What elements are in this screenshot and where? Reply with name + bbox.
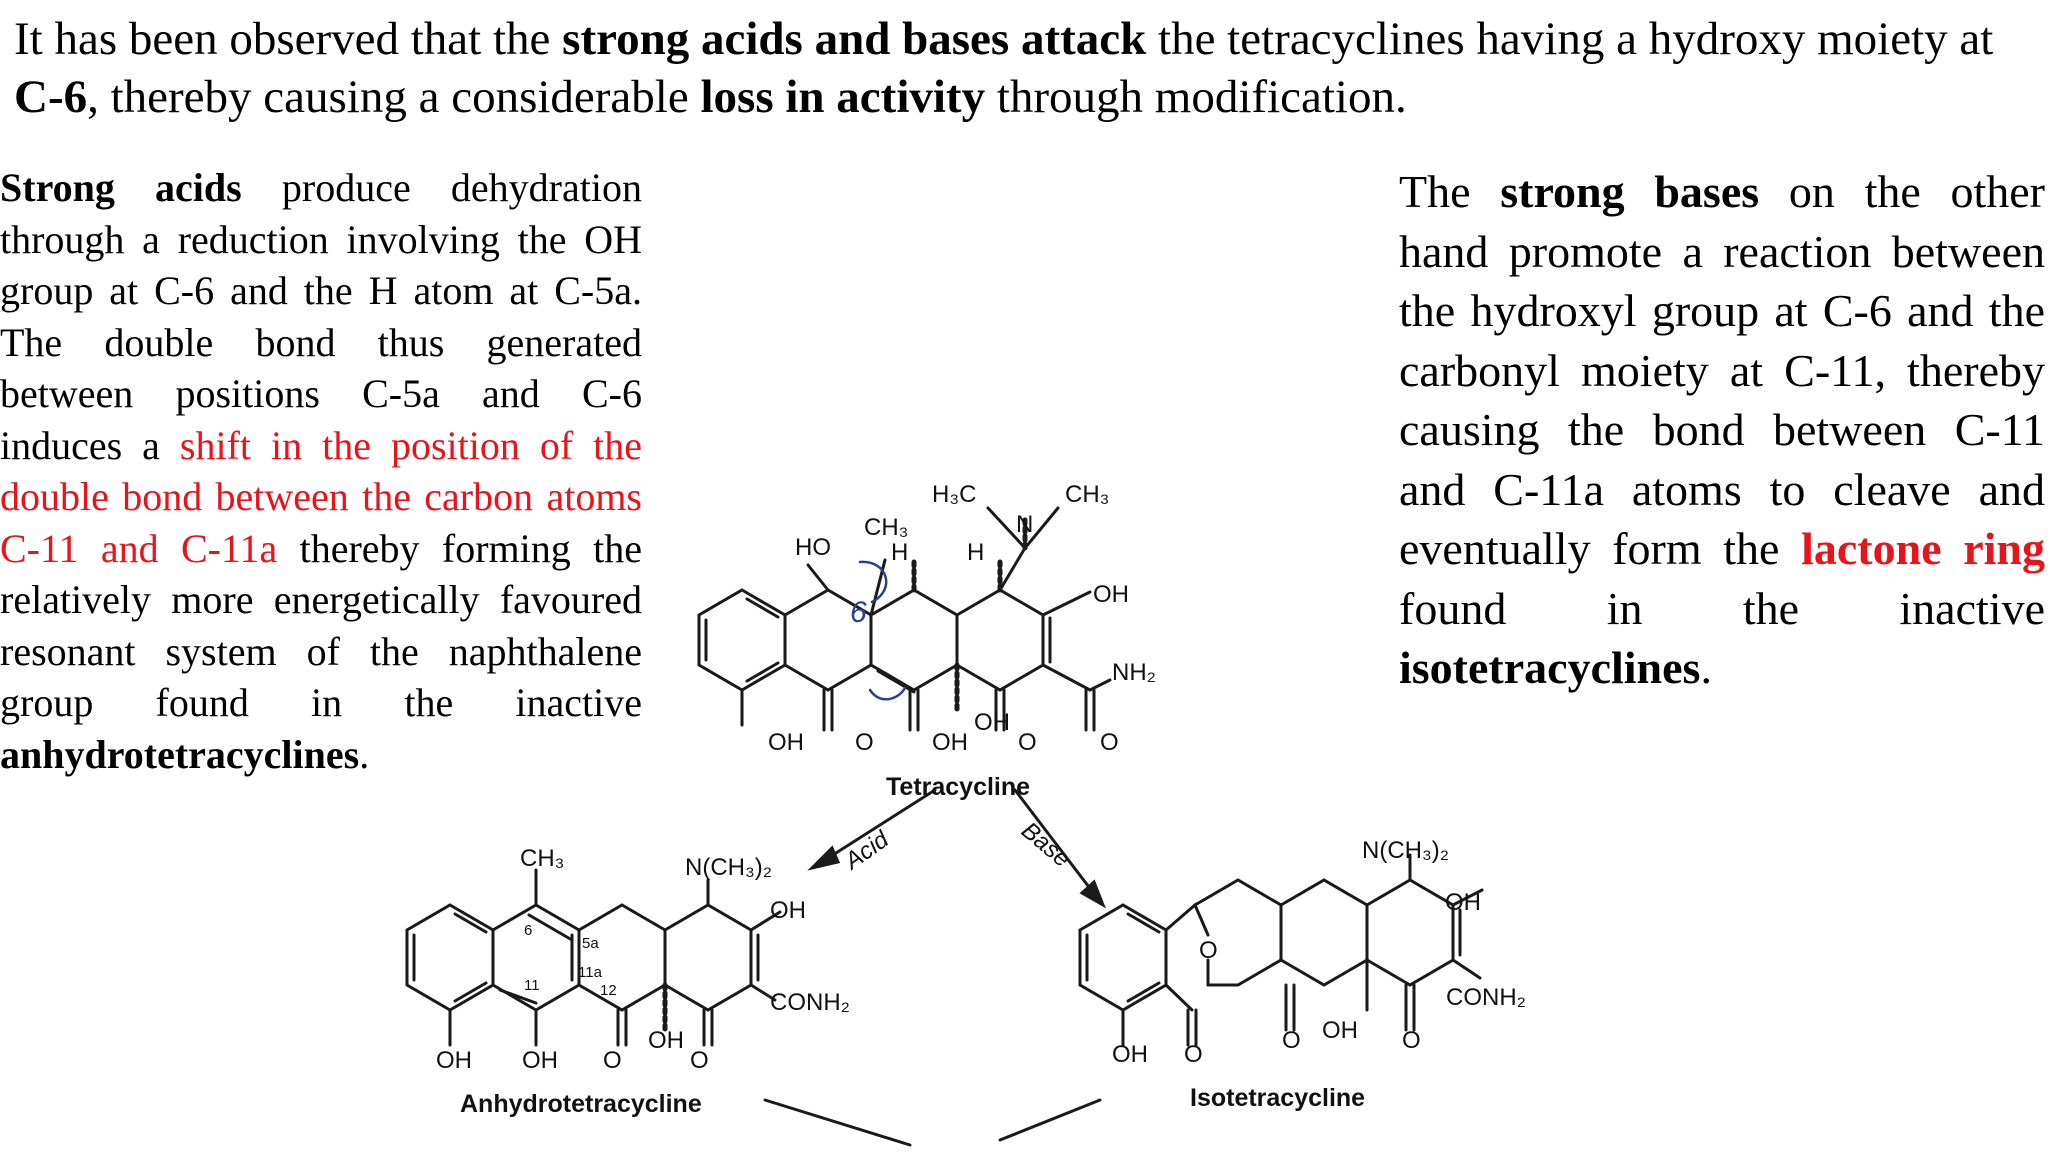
label-o-ring: O [1199, 937, 1218, 964]
label-oh: OH [522, 1047, 558, 1074]
label-o: O [690, 1047, 709, 1074]
label-o: O [1402, 1027, 1421, 1054]
bold-text: isotetracyclines [1399, 642, 1701, 693]
reaction-arrows [763, 788, 1106, 1147]
label-position-12: 12 [600, 982, 617, 999]
label-oh: OH [1322, 1017, 1358, 1044]
body-text: found in the inactive [1399, 582, 2045, 634]
label-oh: OH [1112, 1041, 1148, 1068]
label-oh: OH [648, 1027, 684, 1054]
bold-text: anhydrotetracyclines [0, 731, 360, 777]
label-conh2: CONH₂ [1446, 984, 1526, 1011]
isotetracycline-structure [1078, 853, 1484, 1047]
body-text: . [1700, 642, 1712, 693]
intro-text: , thereby causing a considerable [87, 71, 701, 123]
body-text: thereby forming the relatively more ener… [0, 525, 642, 726]
label-n: N [1016, 511, 1033, 538]
label-position-11: 11 [524, 977, 540, 994]
label-oh: OH [1445, 889, 1481, 916]
label-oh: OH [974, 709, 1010, 736]
label-ch3: CH₃ [864, 514, 908, 541]
label-conh2: CONH₂ [770, 989, 850, 1016]
highlighted-text: lactone ring [1801, 523, 2045, 574]
base-paragraph: The strong bases on the other hand promo… [1399, 162, 2045, 698]
label-h: H [891, 539, 908, 566]
label-nme2: N(CH₃)₂ [685, 854, 772, 881]
label-oh: OH [932, 729, 968, 756]
intro-paragraph: It has been observed that the strong aci… [14, 10, 2024, 126]
intro-text: the tetracyclines having a hydroxy moiet… [1146, 13, 1994, 65]
label-nme2: N(CH₃)₂ [1362, 837, 1449, 864]
label-position-11a: 11a [578, 964, 603, 981]
label-o: O [1282, 1027, 1301, 1054]
label-o: O [1100, 729, 1119, 756]
label-position-5a: 5a [582, 935, 599, 952]
body-text: on the other hand promote a reaction bet… [1399, 166, 2045, 574]
intro-text: through modification. [985, 71, 1407, 123]
label-oh: OH [1093, 581, 1129, 608]
label-ch3-right: CH₃ [1065, 481, 1109, 508]
highlighted-text: shift in the position of the double bond… [0, 422, 642, 571]
body-text: produce dehydration through a reduction … [0, 165, 642, 468]
body-text: The [1399, 166, 1501, 217]
label-acid: Acid [838, 826, 894, 876]
acid-paragraph: Strong acids produce dehydration through… [0, 162, 642, 780]
label-position-6: 6 [850, 596, 867, 629]
curved-arrow-annotations [858, 560, 907, 701]
label-o: O [603, 1047, 622, 1074]
caption-anhydrotetracycline: Anhydrotetracycline [460, 1090, 702, 1118]
label-o: O [855, 729, 874, 756]
label-h: H [967, 539, 984, 566]
label-base: Base [1016, 817, 1075, 873]
bold-text: Strong acids [0, 165, 242, 210]
label-h3c: H₃C [932, 481, 976, 508]
label-nh2: NH₂ [1112, 659, 1156, 686]
label-ch3: CH₃ [520, 845, 564, 872]
label-oh: OH [768, 729, 804, 756]
label-oh: OH [436, 1047, 472, 1074]
intro-bold: strong acids and bases attack [562, 13, 1147, 65]
label-oh: OH [770, 897, 806, 924]
label-ho: HO [795, 534, 831, 561]
tetracycline-structure [697, 506, 1112, 732]
label-o: O [1018, 729, 1037, 756]
label-o: O [1184, 1041, 1203, 1068]
intro-bold: C-6 [14, 71, 88, 123]
caption-tetracycline: Tetracycline [886, 773, 1030, 801]
bold-text: strong bases [1500, 166, 1760, 217]
caption-isotetracycline: Isotetracycline [1190, 1084, 1365, 1112]
anhydrotetracycline-structure [405, 868, 782, 1047]
body-text: . [359, 731, 370, 777]
intro-bold: loss in activity [700, 71, 986, 123]
intro-text: It has been observed that the [14, 13, 563, 65]
label-position-6: 6 [524, 922, 532, 939]
